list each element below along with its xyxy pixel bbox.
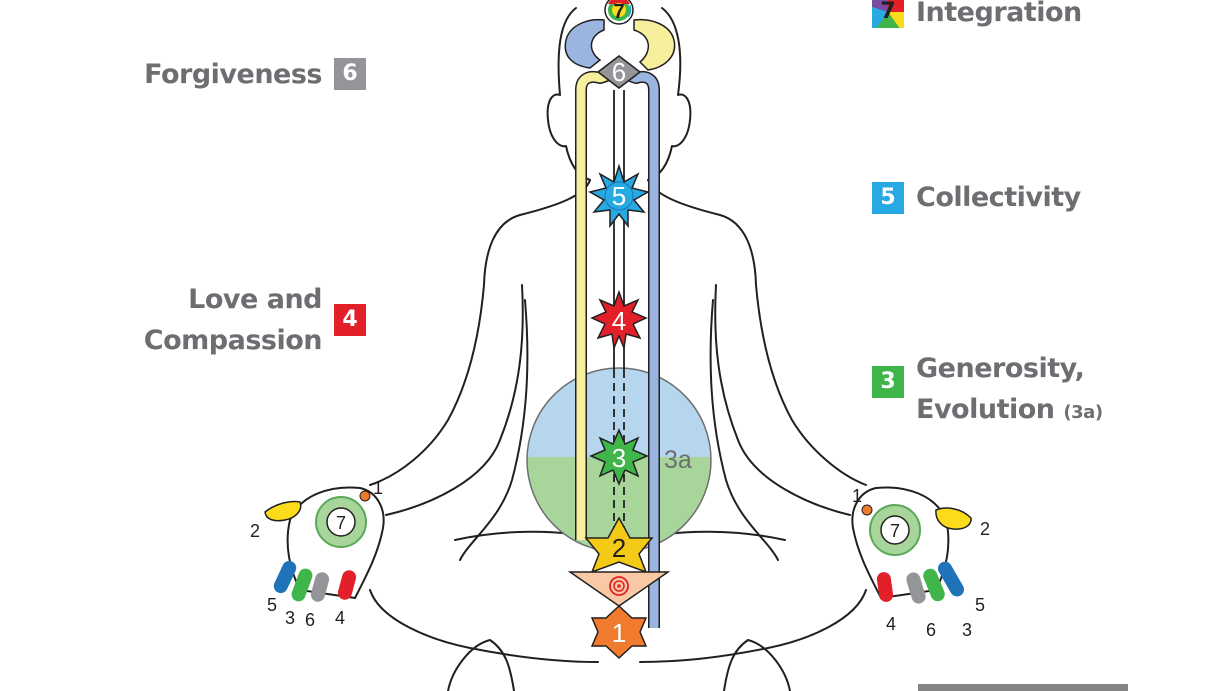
right-centre-number: 7 <box>890 521 900 541</box>
badge-4-love: 4 <box>334 304 366 336</box>
left-thumb-number: 1 <box>373 478 383 498</box>
right-lobe-yellow <box>633 18 676 71</box>
left-hand: 7 1 2 5 3 6 4 <box>250 478 385 630</box>
badge-5-collectivity: 5 <box>872 182 904 214</box>
left-thumb-dot <box>359 490 371 502</box>
chakra-6-agnya: 6 <box>596 55 642 89</box>
left-little-number: 4 <box>335 608 345 628</box>
left-ring-number: 3 <box>285 608 295 628</box>
right-leg <box>639 589 867 663</box>
left-palm-centre <box>326 507 356 537</box>
right-index-number: 2 <box>980 519 990 539</box>
left-foot <box>447 639 515 691</box>
left-inner-arm <box>385 284 524 516</box>
left-torso <box>459 299 529 561</box>
right-thumb-number: 1 <box>852 486 862 506</box>
bottom-right-text-fragment <box>918 684 1128 691</box>
chakra-5-number: 5 <box>612 181 626 211</box>
head-outline-right <box>647 7 692 181</box>
left-lobe-blue <box>564 18 605 69</box>
body-outline <box>369 7 867 691</box>
chakra-5-vishuddhi: 5 <box>588 163 650 229</box>
chakra-7-sahasrara: 7 <box>604 0 634 25</box>
left-finger-gray <box>310 572 330 602</box>
left-shoulder <box>369 179 591 486</box>
right-shoulder <box>647 179 867 486</box>
label-integration: Integration <box>916 0 1082 28</box>
chakra-7-number: 7 <box>613 1 624 23</box>
head-outline <box>546 7 591 181</box>
left-finger-blue <box>273 560 297 594</box>
badge-4-number: 4 <box>342 307 358 332</box>
right-palm-centre <box>880 515 910 545</box>
label-generosity-sub: (3a) <box>1063 402 1103 423</box>
badge-6-forgiveness: 6 <box>334 58 366 90</box>
badge-6-number: 6 <box>342 61 358 86</box>
agnya-lobes <box>564 18 676 71</box>
chakra-3-nabhi: 3 <box>589 428 649 486</box>
label-collectivity: Collectivity <box>916 182 1081 213</box>
right-thumb-yellow <box>935 507 972 530</box>
right-hand: 7 1 2 5 3 6 4 <box>851 486 990 640</box>
label-generosity-line1: Generosity, <box>916 353 1085 384</box>
chakra-6-number: 6 <box>612 57 626 87</box>
right-thumb-dot <box>861 504 873 516</box>
left-middle-number: 5 <box>267 595 277 615</box>
badge-7-integration: 7 <box>872 0 904 28</box>
right-foot <box>723 639 791 691</box>
chakra-2-swadisthan: 2 <box>584 516 654 574</box>
right-ring2-number: 6 <box>926 620 936 640</box>
chakra-1-number: 1 <box>612 618 626 648</box>
left-ring2-number: 6 <box>305 610 315 630</box>
right-finger-red <box>876 572 894 602</box>
left-finger-red <box>337 570 357 600</box>
chakra-3-number: 3 <box>612 443 626 473</box>
left-leg <box>369 589 599 663</box>
chakra-1-mooladhara: 1 <box>590 604 648 660</box>
badge-3-number: 3 <box>880 369 896 394</box>
void-label: 3a <box>664 446 692 474</box>
chakra-2-number: 2 <box>612 533 626 563</box>
label-forgiveness: Forgiveness <box>144 59 322 90</box>
badge-7-number: 7 <box>880 0 896 24</box>
right-middle-number: 5 <box>975 595 985 615</box>
left-finger-green <box>291 568 313 602</box>
left-index-number: 2 <box>250 521 260 541</box>
right-inner-arm <box>714 284 851 516</box>
right-torso <box>709 299 779 561</box>
right-finger-gray <box>906 572 926 604</box>
badge-5-number: 5 <box>880 185 896 210</box>
left-thumb-yellow <box>264 500 302 522</box>
label-love-line1: Love and <box>188 284 322 315</box>
chakra-4-anahata: 4 <box>590 289 648 351</box>
chakra-4-number: 4 <box>612 306 626 336</box>
badge-3-generosity: 3 <box>872 366 904 398</box>
label-generosity-line2: Evolution <box>916 394 1055 425</box>
label-generosity-evolution: Generosity, Evolution (3a) <box>916 348 1103 433</box>
label-love-line2: Compassion <box>143 325 323 356</box>
right-little-number: 4 <box>886 614 896 634</box>
right-finger-blue <box>938 561 964 597</box>
label-love-compassion: Love and Compassion <box>143 279 323 361</box>
right-ring-number: 3 <box>962 620 972 640</box>
left-centre-number: 7 <box>336 513 346 533</box>
right-finger-green <box>923 568 945 602</box>
kundalini-triangle <box>567 571 671 607</box>
